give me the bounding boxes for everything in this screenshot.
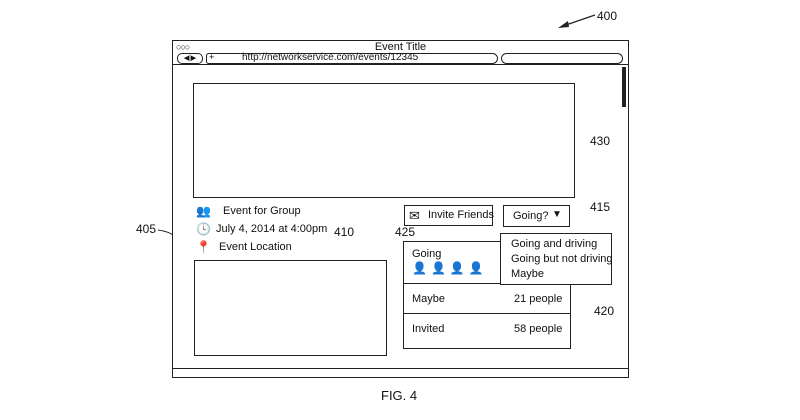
going-label: Going — [412, 248, 441, 260]
ref-405: 405 — [136, 222, 156, 236]
status-bar — [173, 368, 628, 369]
row-divider — [404, 313, 570, 314]
invited-count[interactable]: 58 people — [514, 323, 562, 335]
rsvp-dropdown[interactable]: Going? ▼ — [503, 205, 570, 227]
url-text: http://networkservice.com/events/12345 — [242, 52, 418, 63]
ref-425: 425 — [395, 225, 415, 239]
figure-caption: FIG. 4 — [381, 388, 417, 403]
rsvp-options-menu: Going and driving Going but not driving … — [500, 233, 612, 285]
maybe-label: Maybe — [412, 293, 445, 305]
ref-400: 400 — [597, 9, 617, 23]
clock-icon: 🕓 — [196, 222, 211, 236]
going-avatars[interactable]: 👤👤👤👤 — [412, 261, 488, 275]
option-going-not-driving[interactable]: Going but not driving — [511, 253, 613, 265]
toolbar-divider — [173, 64, 628, 65]
ref-430: 430 — [590, 134, 610, 148]
add-tab-icon[interactable]: + — [209, 52, 214, 62]
envelope-icon: ✉ — [409, 208, 420, 224]
option-going-driving[interactable]: Going and driving — [511, 238, 597, 250]
address-bar[interactable]: + http://networkservice.com/events/12345 — [206, 53, 498, 64]
back-forward-buttons[interactable]: ◀|▶ — [177, 53, 203, 64]
caret-down-icon: ▼ — [552, 209, 562, 220]
secondary-image-placeholder — [194, 260, 387, 356]
scrollbar-thumb[interactable] — [622, 67, 626, 107]
ref-410: 410 — [334, 225, 354, 239]
ref-415: 415 — [590, 200, 610, 214]
event-group: Event for Group — [223, 205, 301, 217]
maybe-count[interactable]: 21 people — [514, 293, 562, 305]
group-icon: 👥 — [196, 204, 211, 218]
main-image-placeholder — [193, 83, 575, 198]
location-pin-icon: 📍 — [196, 240, 211, 254]
option-maybe[interactable]: Maybe — [511, 268, 544, 280]
event-location: Event Location — [219, 241, 292, 253]
search-field[interactable] — [501, 53, 623, 64]
invite-friends-button[interactable]: ✉ Invite Friends — [404, 205, 493, 226]
ref-420: 420 — [594, 304, 614, 318]
invited-label: Invited — [412, 323, 444, 335]
event-datetime: July 4, 2014 at 4:00pm — [216, 223, 327, 235]
